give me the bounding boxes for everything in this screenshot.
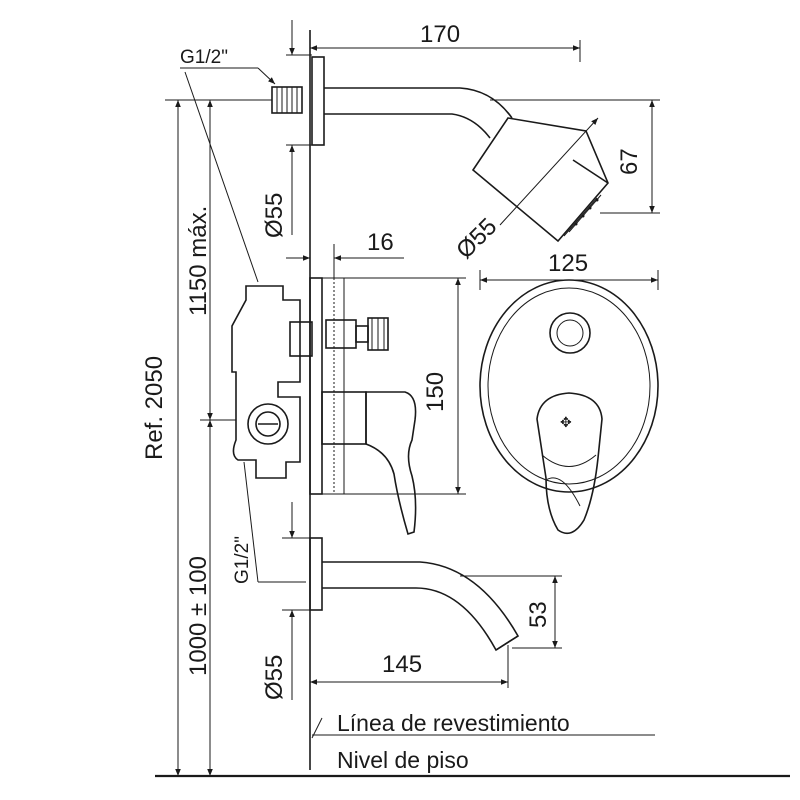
cover-plate-side (309, 277, 417, 536)
shower-head (471, 117, 609, 243)
thread-bottom-label: G1/2" (232, 536, 253, 584)
dim-bottom-flange-text: Ø55 (261, 655, 288, 700)
dim-67-text: 67 (616, 148, 643, 175)
dim-ref-text: Ref. 2050 (141, 356, 168, 460)
dim-1150-text: 1150 máx. (185, 206, 212, 316)
svg-text:✥: ✥ (560, 414, 572, 430)
dim-head-dia-text: Ø55 (451, 213, 502, 264)
dim-head-dia-line (499, 117, 599, 226)
floor-level-label: Nivel de piso (337, 747, 469, 773)
dim-150-text: 150 (422, 372, 449, 412)
valve-body (231, 285, 313, 479)
dim-16-text: 16 (367, 229, 394, 256)
shower-arm (271, 56, 513, 146)
wall-line-label: Línea de revestimiento (337, 710, 570, 736)
dim-145-text: 145 (382, 651, 422, 678)
dim-top-flange-text: Ø55 (261, 193, 288, 238)
dim-1000-text: 1000 ± 100 (185, 556, 212, 676)
dim-170-text: 170 (420, 21, 460, 48)
cover-plate-front: ✥ (479, 279, 659, 535)
dim-53-text: 53 (525, 601, 552, 628)
thread-top-label: G1/2" (180, 47, 228, 68)
spout (309, 537, 520, 652)
dim-125-text: 125 (548, 250, 588, 277)
